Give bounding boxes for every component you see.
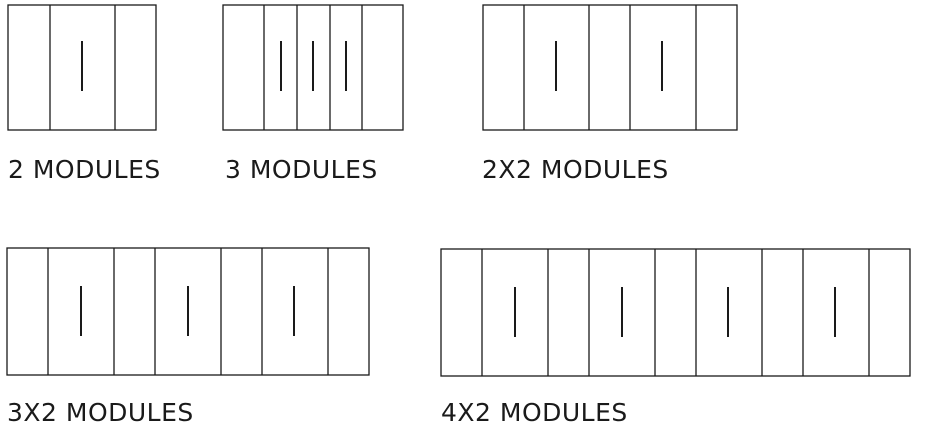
module-group-4x2	[440, 248, 911, 377]
caption-2-modules: 2 MODULES	[8, 155, 161, 184]
caption-3x2-modules: 3X2 MODULES	[7, 398, 194, 427]
module-frame	[482, 4, 738, 131]
caption-3-modules: 3 MODULES	[225, 155, 378, 184]
module-group-2	[7, 4, 157, 131]
module-group-3x2	[6, 247, 370, 376]
module-group-3	[222, 4, 404, 131]
module-group-2x2	[482, 4, 738, 131]
module-frame	[440, 248, 911, 377]
caption-4x2-modules: 4X2 MODULES	[441, 398, 628, 427]
caption-2x2-modules: 2X2 MODULES	[482, 155, 669, 184]
